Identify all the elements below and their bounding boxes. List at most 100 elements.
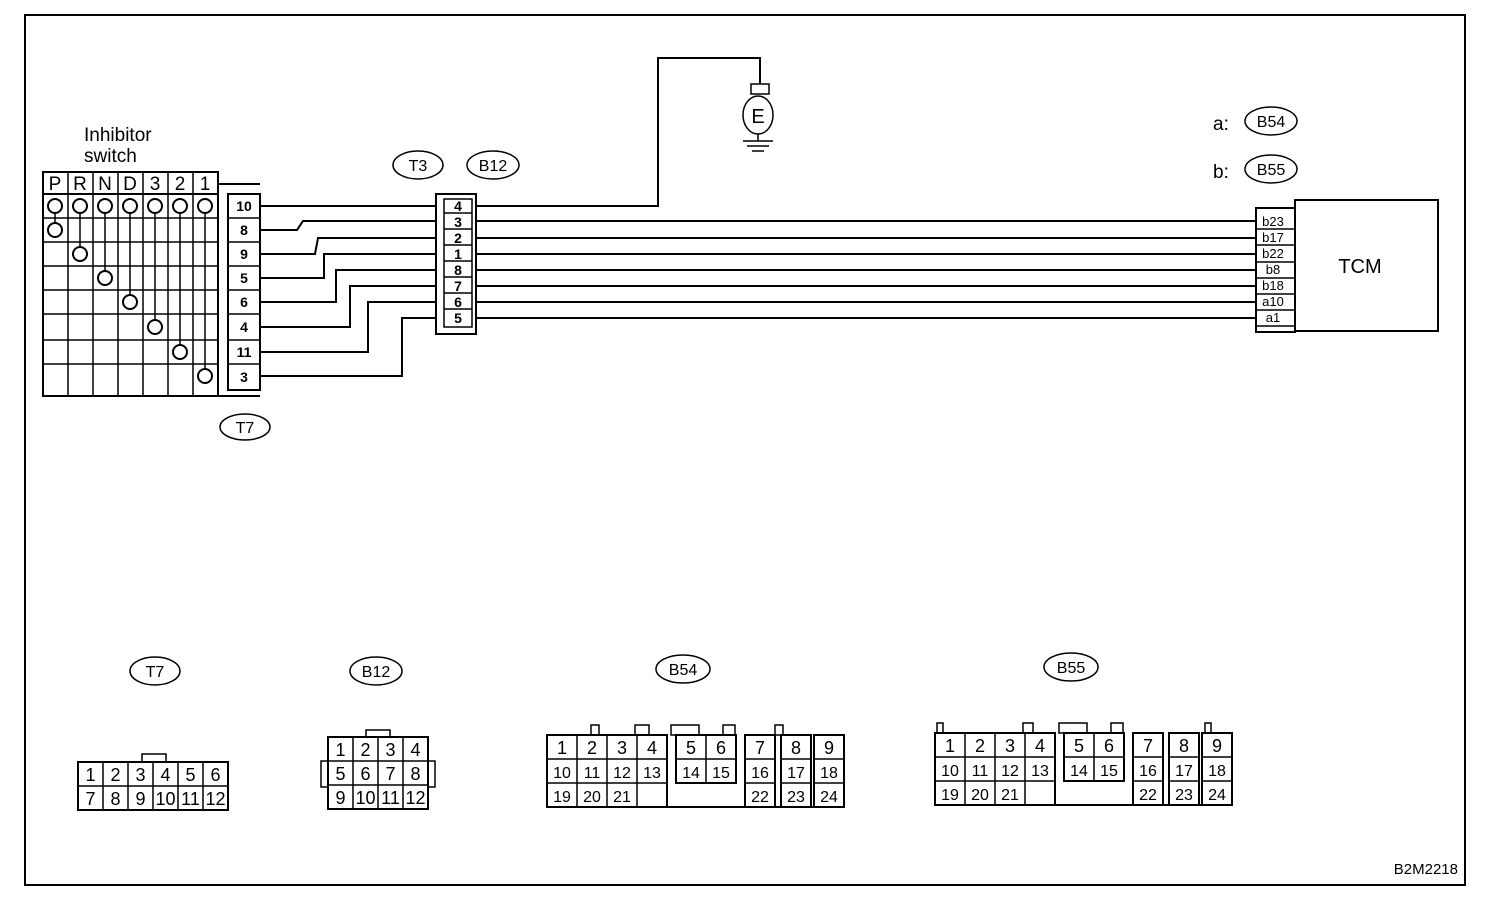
b54-tag-oval [1244,106,1298,136]
connector-pin-number: 11 [381,788,400,808]
connector-pin-number: 5 [686,738,696,758]
connector-pin-number: 2 [360,740,370,760]
connector-pin-number: 15 [712,765,730,782]
diagram-frame [24,14,1466,886]
switch-terminal-number: 8 [240,222,248,238]
connector-pin-number: 2 [975,736,985,756]
connector-pin-number: 4 [1035,736,1045,756]
switch-contacts [47,198,213,384]
connector-pin-number: 1 [557,738,567,758]
connector-pin-number: 7 [755,738,765,758]
t7-connector-tag-oval [219,413,271,441]
connector-pin-number: 3 [1005,736,1015,756]
tcm-connector-legend: a: B54 b: B55 [1213,106,1298,184]
legend-b-prefix: b: [1213,162,1229,183]
connector-view-label: B54 [669,662,698,679]
switch-terminal-number: 5 [240,270,248,286]
switch-terminal-number: 10 [236,198,252,214]
connector-pin-number: 3 [385,740,395,760]
joint-connector-pin: 7 [454,278,462,294]
connector-pin-number: 24 [820,789,838,806]
connector-pin-number: 10 [355,788,375,808]
legend-a-connector: B54 [1257,114,1286,131]
connector-pin-number: 4 [647,738,657,758]
joint-connector-pin: 8 [454,262,462,278]
connector-pin-number: 1 [335,740,345,760]
connector-latch [634,724,650,736]
tcm-pin-label: b17 [1262,230,1284,245]
t3-tag-oval [392,150,444,180]
tcm-pin-label: a1 [1266,310,1280,325]
b12-connector-tag: B12 [479,158,508,175]
connector-pin-number: 4 [160,765,170,785]
connector-pin-number: 11 [181,789,200,809]
connector-pin-number: 7 [85,789,95,809]
b12-tag-oval [466,150,520,180]
connector-latch [1204,722,1212,734]
connector-pin-number: 16 [1139,763,1157,780]
position-label: N [98,174,112,195]
inhibitor-switch-title-line1: Inhibitor [84,125,152,146]
connector-pin-number: 6 [360,764,370,784]
ground-label: E [751,106,764,128]
connector-latch [722,724,736,736]
connector-latch [590,724,600,736]
connector-view-label: B12 [362,664,391,681]
connector-pin-number: 13 [1031,763,1049,780]
connector-pin-number: 17 [787,765,805,782]
connector-pin-number: 10 [155,789,175,809]
connector-pin-number: 8 [1179,736,1189,756]
connector-pin-number: 8 [791,738,801,758]
connector-pin-number: 9 [824,738,834,758]
legend-b-connector: B55 [1257,162,1286,179]
connector-pin-number: 17 [1175,763,1193,780]
connector-pin-number: 1 [85,765,95,785]
switch-terminal-number: 11 [237,344,252,360]
connector-pin-number: 11 [584,765,601,782]
connector-pin-number: 9 [335,788,345,808]
connector-pin-number: 12 [1001,763,1019,780]
connector-pin-number: 11 [972,763,989,780]
connector-pin-number: 7 [385,764,395,784]
tcm-pin-label: b22 [1262,246,1284,261]
connector-pin-number: 5 [1074,736,1084,756]
connector-pin-number: 3 [135,765,145,785]
connector-pin-number: 9 [135,789,145,809]
connector-latch [1110,722,1124,734]
t7-connector-tag: T7 [236,420,255,437]
harness-wires-right [476,57,1258,319]
connector-pin-number: 6 [1104,736,1114,756]
connector-cavity-group [780,734,812,808]
connector-latch [670,724,700,736]
connector-pin-number: 6 [210,765,220,785]
position-label: 2 [175,174,186,195]
connector-pin-number: 7 [1143,736,1153,756]
connector-pin-number: 20 [971,787,989,804]
joint-connector-pin: 1 [454,246,462,262]
connector-pin-number: 3 [617,738,627,758]
switch-terminal-number: 9 [240,246,248,262]
position-label: P [49,174,62,195]
connector-pin-number: 14 [1070,763,1088,780]
joint-connector-t3-b12: T3 B12 4 3 2 1 8 7 6 5 [392,150,520,335]
connector-pin-number: 18 [1208,763,1226,780]
connector-pin-number: 2 [110,765,120,785]
inhibitor-switch-title-line2: switch [84,146,137,167]
connector-pin-number: 21 [1001,787,1019,804]
harness-wires-left [260,205,436,377]
connector-pin-number: 22 [1139,787,1157,804]
connector-pin-number: 18 [820,765,838,782]
connector-pin-number: 2 [587,738,597,758]
connector-pin-number: 23 [1175,787,1193,804]
connector-latch [774,724,784,736]
connector-pin-number: 23 [787,789,805,806]
connector-view-label: T7 [146,664,165,681]
position-label: 1 [200,174,211,195]
tcm-pin-label: a10 [1262,294,1284,309]
figure-code: B2M2218 [1394,861,1458,878]
tcm-pin-label: b18 [1262,278,1284,293]
connector-pin-number: 16 [751,765,769,782]
ground-symbol: E [742,83,774,152]
